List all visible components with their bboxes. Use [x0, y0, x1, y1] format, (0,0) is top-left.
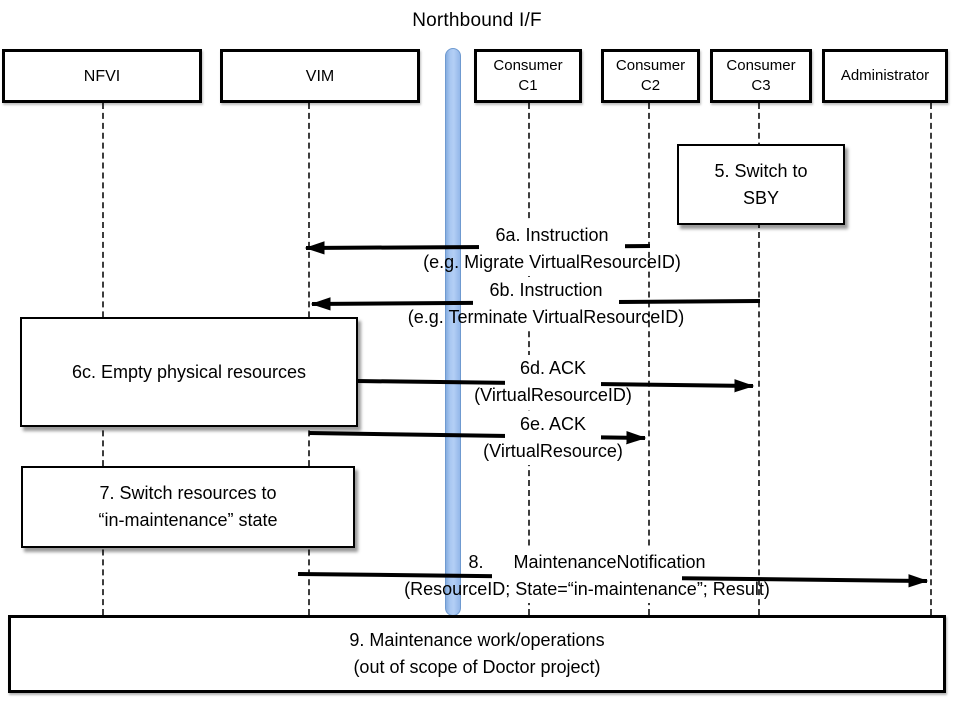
message-8-args: (ResourceID; State=“in-maintenance”; Res… — [404, 579, 770, 599]
diagram-title: Northbound I/F — [412, 10, 542, 31]
message-label-6e: 6e. ACK (VirtualResource) — [483, 411, 623, 465]
actor-box-vim: VIM — [220, 49, 420, 103]
actor-box-nfvi: NFVI — [2, 49, 202, 103]
note-maintenance-work-line1: 9. Maintenance work/operations — [349, 630, 605, 650]
note-box-maintenance-work: 9. Maintenance work/operations (out of s… — [8, 615, 946, 693]
actor-label-vim: VIM — [305, 67, 335, 85]
message-6e-name: 6e. ACK — [519, 414, 587, 434]
actor-label-consumer: Consumer — [493, 57, 563, 74]
message-6a-name: 6a. Instruction — [495, 225, 609, 245]
actor-box-consumer-c1: Consumer C1 — [474, 49, 582, 103]
message-6e-args: (VirtualResource) — [483, 441, 623, 461]
actor-box-consumer-c2: Consumer C2 — [601, 49, 700, 103]
message-6a-args: (e.g. Migrate VirtualResourceID) — [423, 252, 681, 272]
message-label-6b: 6b. Instruction (e.g. Terminate VirtualR… — [408, 277, 684, 331]
actor-label-c2: C2 — [640, 77, 661, 94]
note-empty-resources-label: 6c. Empty physical resources — [71, 361, 307, 382]
message-6b-args: (e.g. Terminate VirtualResourceID) — [407, 307, 685, 327]
lifeline-consumer-c3 — [758, 103, 760, 615]
lifeline-administrator — [930, 103, 932, 615]
note-maintenance-work-line2: (out of scope of Doctor project) — [353, 657, 601, 677]
note-box-empty-physical-resources: 6c. Empty physical resources — [20, 317, 358, 427]
lifeline-consumer-c2 — [648, 103, 650, 615]
actor-label-c3: C3 — [751, 77, 771, 94]
note-box-switch-resources-in-maintenance: 7. Switch resources to “in-maintenance” … — [21, 466, 355, 548]
actor-box-consumer-c3: Consumer C3 — [710, 49, 812, 103]
actor-label-consumer: Consumer — [726, 57, 796, 74]
note-switch-maintenance-line2: “in-maintenance” state — [98, 510, 278, 530]
note-switch-sby-line1: 5. Switch to — [714, 160, 808, 181]
actor-label-c1: C1 — [518, 77, 538, 94]
actor-label-nfvi: NFVI — [83, 67, 121, 85]
actor-label-administrator: Administrator — [840, 67, 930, 84]
actor-label-consumer: Consumer — [615, 57, 686, 74]
actor-box-administrator: Administrator — [822, 49, 948, 103]
message-6d-name: 6d. ACK — [519, 358, 587, 378]
note-box-switch-to-sby: 5. Switch to SBY — [677, 144, 845, 225]
message-label-8: 8. MaintenanceNotification (ResourceID; … — [404, 549, 770, 603]
message-6b-name: 6b. Instruction — [489, 280, 603, 300]
message-8-name: 8. MaintenanceNotification — [468, 552, 706, 572]
message-label-6d: 6d. ACK (VirtualResourceID) — [474, 355, 632, 409]
message-label-6a: 6a. Instruction (e.g. Migrate VirtualRes… — [423, 222, 681, 276]
note-switch-maintenance-line1: 7. Switch resources to — [99, 483, 277, 503]
note-switch-sby-line2: SBY — [742, 187, 780, 208]
message-6d-args: (VirtualResourceID) — [474, 385, 632, 405]
